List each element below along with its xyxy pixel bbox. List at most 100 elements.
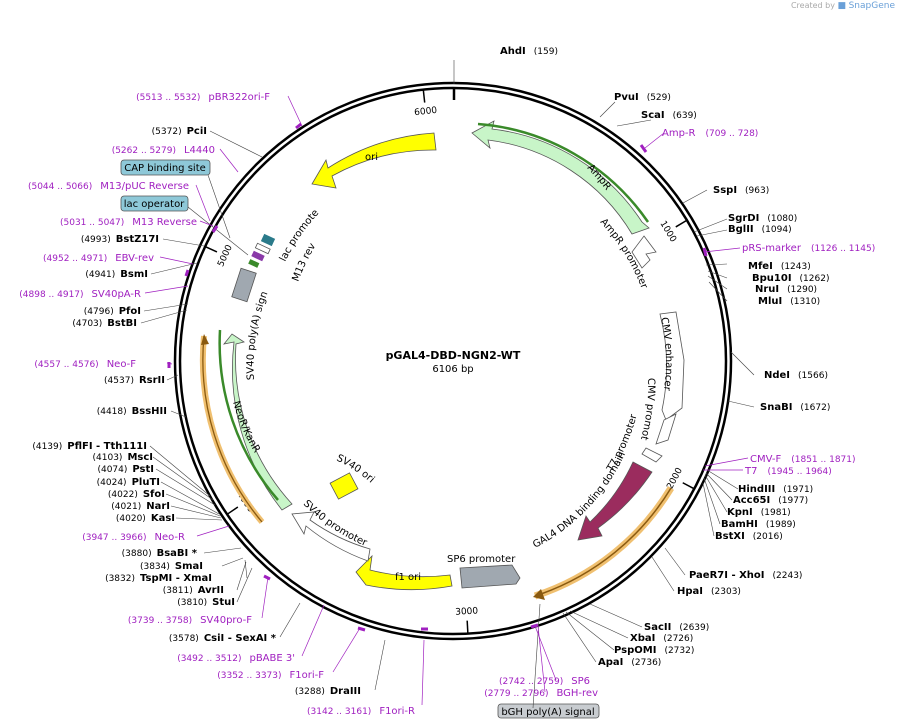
enzyme-site[interactable]: SnaBI(1672) [760,402,830,413]
primer-name: Neo-F [107,359,137,370]
enzyme-site[interactable]: PaeR7I - XhoI(2243) [689,570,802,581]
enzyme-site[interactable]: HindIII(1971) [738,484,813,495]
enzyme-name: PciI [187,126,207,137]
feature-orf-highlight[interactable] [533,486,674,600]
enzyme-site[interactable]: SmaI(3834) [140,561,203,572]
enzyme-site[interactable]: NdeI(1566) [764,370,828,381]
primer-site[interactable]: pBR322ori-F(5513 .. 5532) [136,92,270,103]
enzyme-name: RsrII [139,375,165,386]
enzyme-site[interactable]: AhdI(159) [500,46,558,57]
primer-site[interactable]: SV40pro-F(3739 .. 3758) [128,615,252,626]
enzyme-site[interactable]: PciI(5372) [152,126,207,137]
bgh-polya-tag[interactable] [497,703,600,719]
cap-binding-site-tag[interactable] [120,159,211,176]
feature-cmv-promoter-arrow[interactable] [655,413,677,445]
feature-m13-rev-box[interactable] [248,259,260,268]
primer-site[interactable]: pRS-marker(1126 .. 1145) [742,243,875,254]
enzyme-site[interactable]: PfoI(4796) [84,306,141,317]
enzyme-name: HpaI [677,586,703,597]
enzyme-site[interactable]: DraIII(3288) [295,686,361,697]
enzyme-site[interactable]: StuI(3810) [177,597,235,608]
feature-cmv-enhancer-arrow[interactable] [659,311,685,421]
enzyme-site[interactable]: SacII(2639) [644,622,709,633]
feature-t7-promoter-arrow[interactable] [641,447,663,463]
primer-name: Amp-R [662,128,696,139]
feature-cap-site-box[interactable] [260,233,276,247]
enzyme-name: StuI [212,597,235,608]
feature-lac-promoter-box[interactable] [254,242,271,255]
feature-gal4-dbd-arrow[interactable] [577,461,653,541]
primer-site[interactable]: M13 Reverse(5031 .. 5047) [60,217,197,228]
enzyme-site[interactable]: BssHII(4418) [97,406,167,417]
enzyme-site[interactable]: Bpu10I(1262) [752,273,829,284]
primer-site[interactable]: BGH-rev(2779 .. 2796) [484,688,598,699]
primer-site[interactable]: L4440(5262 .. 5279) [112,145,215,156]
enzyme-site[interactable]: ScaI(639) [641,110,697,121]
enzyme-site[interactable]: PvuI(529) [614,92,671,103]
lac-operator-tag[interactable] [120,195,189,212]
enzyme-site[interactable]: SspI(963) [713,185,769,196]
enzyme-site[interactable]: BsaBI *(3880) [122,548,198,559]
tick-label: 3000 [455,606,479,617]
primer-site[interactable]: Neo-R(3947 .. 3966) [82,532,185,543]
feature-sv40-polya-box[interactable] [231,267,257,303]
enzyme-site[interactable]: CsiI - SexAI *(3578) [169,633,277,644]
feature-sp6-promoter-box[interactable] [459,564,521,589]
primer-site[interactable]: Amp-R(709 .. 728) [662,128,758,139]
enzyme-site[interactable]: BglII(1094) [728,224,792,235]
primer-site[interactable]: Neo-F(4557 .. 4576) [34,359,136,370]
primer-site[interactable]: M13/pUC Reverse(5044 .. 5066) [28,181,189,192]
enzyme-site[interactable]: NruI(1290) [755,284,817,295]
feature-ampr-promoter-arrow[interactable] [631,235,657,269]
enzyme-site[interactable]: KasI(4020) [116,513,175,524]
primer-site[interactable]: T7(1945 .. 1964) [744,466,832,477]
enzyme-site[interactable]: PluTI(4024) [97,477,160,488]
feature-sv40-promoter-arrow[interactable] [291,511,371,562]
enzyme-name: AvrII [198,585,224,596]
primer-site[interactable]: F1ori-R(3142 .. 3161) [307,706,415,717]
primer-range: (1945 .. 1964) [767,467,831,477]
enzyme-site[interactable]: TspMI - XmaI(3832) [105,573,212,584]
enzyme-site[interactable]: MluI(1310) [758,296,820,307]
enzyme-site[interactable]: AvrII(3811) [163,585,224,596]
enzyme-site[interactable]: XbaI(2726) [630,633,693,644]
primer-site[interactable]: EBV-rev(4952 .. 4971) [43,253,154,264]
enzyme-site[interactable]: RsrII(4537) [104,375,165,386]
enzyme-site[interactable]: MfeI(1243) [748,261,811,272]
feature-sv40-ori-box[interactable] [329,472,359,500]
primer-range: (1851 .. 1871) [791,455,855,465]
enzyme-site[interactable]: SfoI(4022) [108,489,165,500]
enzyme-site[interactable]: SgrDI(1080) [728,213,797,224]
primer-name: pRS-marker [742,243,802,254]
enzyme-site[interactable]: ApaI(2736) [598,657,661,668]
enzyme-site[interactable]: KpnI(1981) [727,507,791,518]
enzyme-site[interactable]: BstXI(2016) [715,531,783,542]
primer-site[interactable]: SP6(2742 .. 2759) [499,676,590,687]
tick-mark [682,482,695,490]
feature-ori-arrow[interactable] [311,132,437,189]
primer-name: F1ori-F [290,670,325,681]
feature-orf-line [540,487,672,595]
feature-lac-operator-box[interactable] [251,250,265,262]
feature-f1-ori-arrow[interactable] [355,554,453,591]
enzyme-site[interactable]: HpaI(2303) [677,586,741,597]
enzyme-site[interactable]: PflFI - Tth111I(4139) [32,441,147,452]
enzyme-site[interactable]: BstBI(4703) [72,318,137,329]
primer-site[interactable]: SV40pA-R(4898 .. 4917) [19,289,141,300]
enzyme-site[interactable]: BstZ17I(4993) [81,234,159,245]
enzyme-site[interactable]: PstI(4074) [97,464,154,475]
enzyme-position: (2732) [664,646,694,656]
primer-site[interactable]: pBABE 3'(3492 .. 3512) [177,653,295,664]
feature-neor-kanr-arrow[interactable] [223,333,293,511]
feature-ampr-arrow[interactable] [471,120,650,235]
enzyme-name: MscI [127,452,153,463]
primer-site[interactable]: F1ori-F(3352 .. 3373) [217,670,324,681]
primer-site[interactable]: CMV-F(1851 .. 1871) [750,454,856,465]
enzyme-site[interactable]: PspOMI(2732) [614,645,694,656]
enzyme-site[interactable]: Acc65I(1977) [733,495,808,506]
enzyme-site[interactable]: BsmI(4941) [85,269,148,280]
enzyme-site[interactable]: BamHI(1989) [721,519,796,530]
enzyme-site[interactable]: NarI(4021) [111,501,170,512]
enzyme-site[interactable]: MscI(4103) [93,452,154,463]
enzyme-name: SnaBI [760,402,792,413]
